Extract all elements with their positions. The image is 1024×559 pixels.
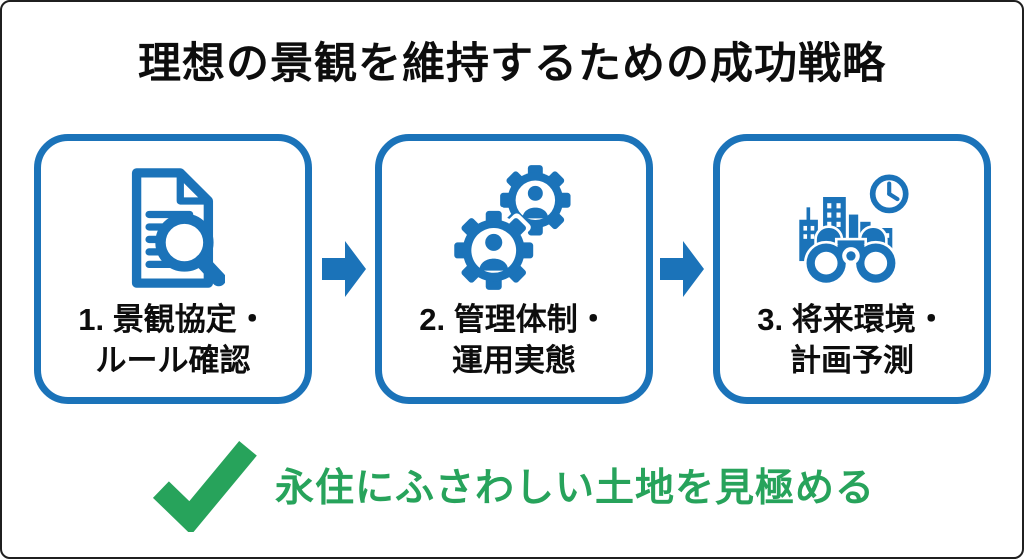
document-search-icon	[131, 168, 225, 288]
step-3-icon-wrap	[790, 161, 914, 295]
conclusion-text: 永住にふさわしい土地を見極める	[274, 467, 875, 510]
step-3-label-line2: 計画予測	[790, 343, 914, 378]
step-3-label-line1: 3. 将来環境・	[757, 302, 947, 337]
right-arrow-icon	[322, 241, 366, 297]
step-2-label: 2. 管理体制・ 運用実態	[419, 299, 608, 381]
conclusion-row: 永住にふさわしい土地を見極める	[2, 438, 1022, 532]
city-binoculars-clock-icon	[799, 174, 909, 286]
step-3-label: 3. 将来環境・ 計画予測	[757, 299, 946, 381]
step-1-label-line2: ルール確認	[95, 343, 251, 378]
step-2-label-line2: 運用実態	[452, 343, 576, 378]
step-2-label-line1: 2. 管理体制・	[419, 302, 609, 337]
step-1-label-line1: 1. 景観協定・	[78, 302, 268, 337]
step-1-icon-wrap	[121, 161, 225, 295]
right-arrow-icon	[660, 241, 704, 297]
checkmark-icon	[152, 441, 257, 532]
gears-team-icon	[450, 165, 571, 292]
step-box-3: 3. 将来環境・ 計画予測	[713, 134, 991, 404]
step-box-2: 2. 管理体制・ 運用実態	[375, 134, 653, 404]
step-box-1: 1. 景観協定・ ルール確認	[34, 134, 312, 404]
step-2-icon-wrap	[450, 161, 578, 295]
step-1-label: 1. 景観協定・ ルール確認	[78, 299, 267, 381]
page-title: 理想の景観を維持するための成功戦略	[138, 40, 886, 88]
